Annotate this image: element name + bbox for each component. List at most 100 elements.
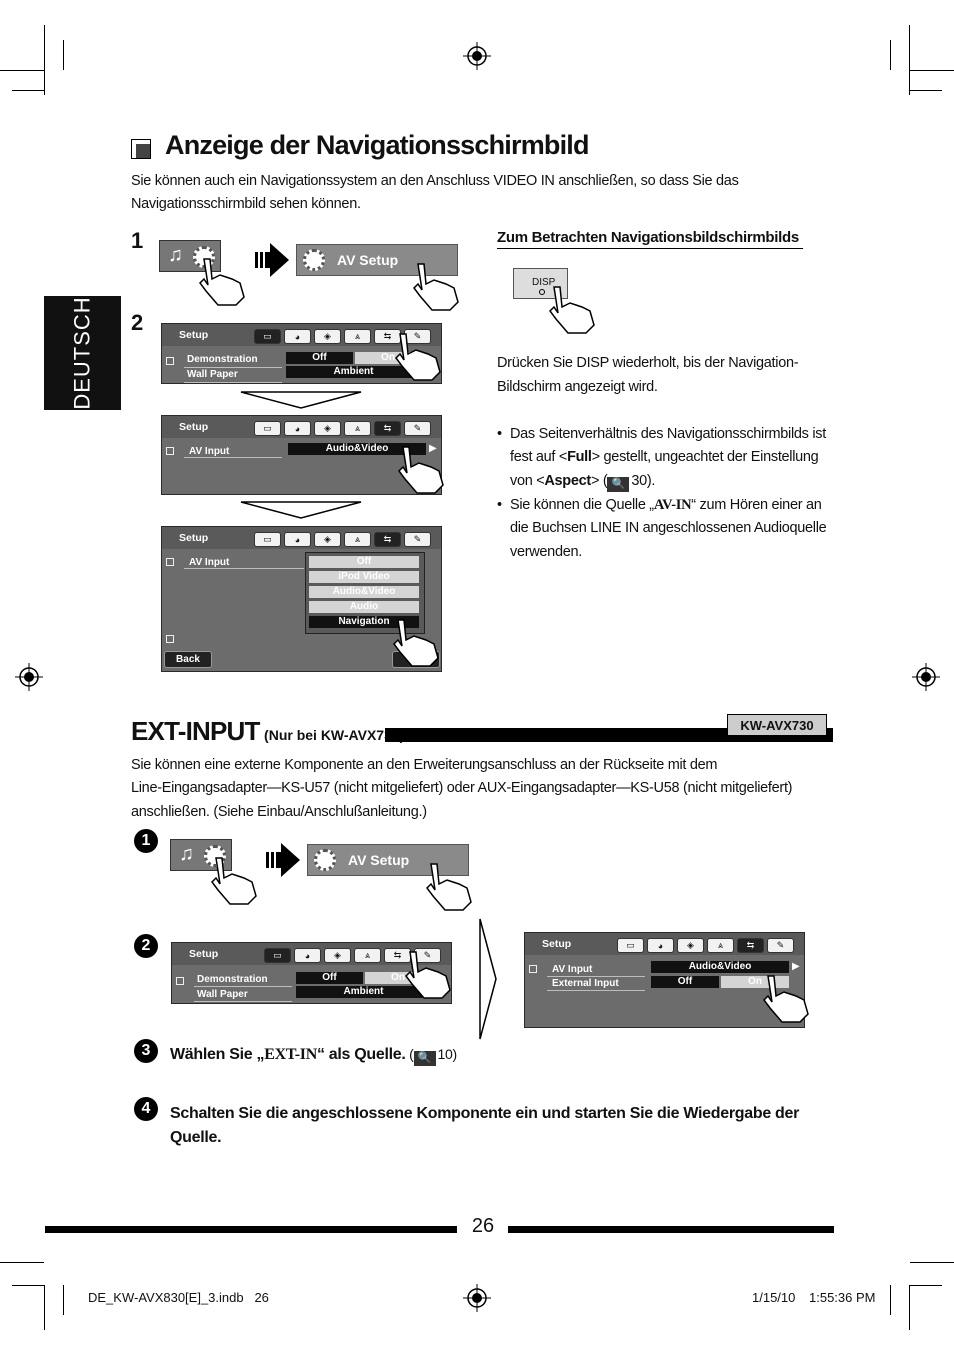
crop-mark: [44, 1285, 45, 1330]
av-input-value[interactable]: Audio&Video: [288, 443, 426, 455]
crop-mark: [910, 1262, 954, 1263]
arrow-right-icon[interactable]: ▶: [429, 443, 437, 454]
tab-audio[interactable]: ⩓: [344, 329, 371, 344]
down-arrow-icon: [240, 501, 362, 519]
section-bullet-icon: [131, 139, 151, 159]
crop-mark: [44, 25, 45, 95]
step3-text: Wählen Sie „EXT-IN“ als Quelle. (🔍10): [170, 1046, 457, 1066]
option-off[interactable]: Off: [286, 352, 353, 364]
crop-mark: [0, 70, 44, 71]
crop-mark: [890, 1285, 891, 1315]
tab-display[interactable]: ▭: [617, 938, 644, 953]
setup-screen-demonstration: Setup ▭ ◕ ◈ ⩓ ⇆ ✎ Demonstration Wall Pap…: [171, 942, 452, 1004]
tab-disc[interactable]: ◈: [314, 421, 341, 436]
tab-input[interactable]: ⇆: [374, 532, 401, 547]
tab-audio[interactable]: ⩓: [707, 938, 734, 953]
section2-intro-line1: Sie können eine externe Komponente an de…: [131, 757, 718, 773]
footer-rule-right: [508, 1226, 834, 1233]
language-side-tab: DEUTSCH: [44, 296, 121, 410]
scroll-up-icon[interactable]: [166, 357, 174, 365]
tab-input[interactable]: ⇆: [374, 421, 401, 436]
tab-clock[interactable]: ◕: [284, 532, 311, 547]
tab-audio[interactable]: ⩓: [354, 948, 381, 963]
tab-tool[interactable]: ✎: [404, 532, 431, 547]
tab-disc[interactable]: ◈: [677, 938, 704, 953]
av-input-value[interactable]: Audio&Video: [651, 961, 789, 973]
option-off[interactable]: Off: [309, 556, 419, 568]
music-note-icon: ♫: [179, 843, 194, 865]
step4-line1: Schalten Sie die angeschlossene Komponen…: [170, 1105, 800, 1122]
gear-icon: [303, 249, 325, 271]
scroll-down-icon[interactable]: [166, 635, 174, 643]
tab-tool[interactable]: ✎: [414, 948, 441, 963]
tab-tool[interactable]: ✎: [767, 938, 794, 953]
setup-screen-external-input: Setup ▭ ◕ ◈ ⩓ ⇆ ✎ AV Input External Inpu…: [524, 932, 805, 1028]
registration-mark-icon: [463, 42, 491, 70]
disp-instruction-line2: Bildschirm angezeigt wird.: [497, 379, 658, 395]
option-ambient[interactable]: Ambient: [286, 366, 421, 378]
footer-time: 1:55:36 PM: [809, 1290, 876, 1305]
option-navigation[interactable]: Navigation: [309, 616, 419, 628]
tab-clock[interactable]: ◕: [647, 938, 674, 953]
back-button[interactable]: Back: [164, 651, 212, 668]
crop-mark: [890, 40, 891, 70]
section2-intro-line2: Line-Eingangsadapter—KS-U57 (nicht mitge…: [131, 780, 793, 796]
pointing-hand-icon: [393, 619, 439, 667]
step-number: 2: [131, 310, 144, 335]
right-arrow-icon: [266, 843, 300, 877]
scroll-up-icon[interactable]: [166, 558, 174, 566]
bullet2-line1: Sie können die Quelle „AV-IN“ zum Hören …: [510, 497, 822, 513]
section2-intro-line3: anschließen. (Siehe Einbau/Anschlußanlei…: [131, 804, 427, 820]
setup-screen-av-input-list: Setup ▭ ◕ ◈ ⩓ ⇆ ✎ AV Input Off iPod Vide…: [161, 526, 442, 672]
tab-input[interactable]: ⇆: [737, 938, 764, 953]
bullet1-line3: von <Aspect> (🔍30).: [510, 473, 656, 492]
right-arrow-icon: [255, 243, 289, 277]
section1-intro-line1: Sie können auch ein Navigationssystem an…: [131, 173, 739, 189]
bullet2-line3: verwenden.: [510, 544, 582, 560]
section2-title: EXT-INPUT: [131, 716, 260, 746]
footer-rule-left: [45, 1226, 457, 1233]
option-off[interactable]: Off: [296, 972, 363, 984]
tab-audio[interactable]: ⩓: [344, 421, 371, 436]
tab-disc[interactable]: ◈: [314, 329, 341, 344]
crop-mark: [909, 25, 910, 95]
tab-clock[interactable]: ◕: [284, 421, 311, 436]
gear-icon: [314, 849, 336, 871]
step-badge-4: 4: [134, 1097, 158, 1121]
bullet-dot: •: [497, 497, 502, 513]
pointing-hand-icon: [211, 857, 257, 905]
av-setup-button[interactable]: AV Setup: [307, 844, 469, 876]
tab-clock[interactable]: ◕: [284, 329, 311, 344]
tab-display[interactable]: ▭: [264, 948, 291, 963]
section2-subtitle: (Nur bei KW-AVX730): [264, 727, 405, 743]
arrow-right-icon[interactable]: ▶: [792, 961, 800, 972]
bullet-dot: •: [497, 426, 502, 442]
option-ipod-video[interactable]: iPod Video: [309, 571, 419, 583]
pointing-hand-icon: [199, 258, 245, 306]
scroll-up-icon[interactable]: [176, 977, 184, 985]
right-chevron-icon: [479, 918, 497, 1040]
tab-tool[interactable]: ✎: [404, 329, 431, 344]
tab-display[interactable]: ▭: [254, 421, 281, 436]
section2-header: EXT-INPUT (Nur bei KW-AVX730): [131, 716, 404, 747]
option-audio-video[interactable]: Audio&Video: [309, 586, 419, 598]
page-number: 26: [471, 1215, 495, 1237]
tab-clock[interactable]: ◕: [294, 948, 321, 963]
step-number: 1: [131, 228, 144, 253]
crop-mark: [12, 90, 44, 91]
option-ambient[interactable]: Ambient: [296, 986, 431, 998]
led-icon: [539, 289, 545, 295]
tab-tool[interactable]: ✎: [404, 421, 431, 436]
tab-display[interactable]: ▭: [254, 532, 281, 547]
tab-display[interactable]: ▭: [254, 329, 281, 344]
scroll-up-icon[interactable]: [166, 447, 174, 455]
scroll-up-icon[interactable]: [529, 965, 537, 973]
tab-disc[interactable]: ◈: [324, 948, 351, 963]
tab-audio[interactable]: ⩓: [344, 532, 371, 547]
tab-disc[interactable]: ◈: [314, 532, 341, 547]
pointing-hand-icon: [405, 951, 451, 999]
option-audio[interactable]: Audio: [309, 601, 419, 613]
option-off[interactable]: Off: [651, 976, 719, 988]
av-setup-button[interactable]: AV Setup: [296, 244, 458, 276]
down-arrow-icon: [240, 391, 362, 409]
